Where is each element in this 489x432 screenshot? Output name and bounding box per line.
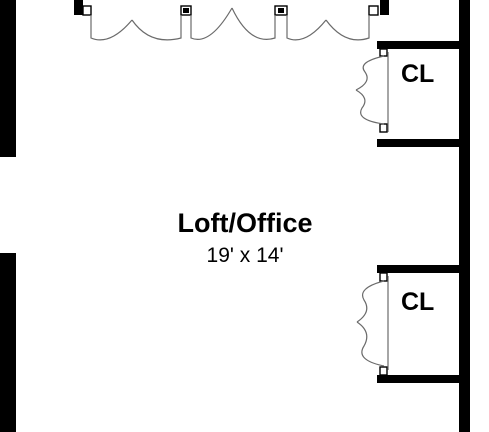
door-jamb [379, 272, 388, 282]
top-doors [82, 5, 379, 41]
left-wall-upper [0, 0, 16, 157]
door-panel [356, 280, 385, 323]
door-jamb [379, 48, 388, 57]
door-panel [356, 321, 385, 367]
door-jamb [82, 5, 92, 16]
top-wall-stub-right [380, 0, 389, 15]
door-panel [325, 15, 370, 41]
door-jamb [183, 8, 189, 13]
lower-closet-label: CL [401, 288, 435, 316]
upper-closet-label: CL [401, 60, 435, 88]
door-panel [90, 15, 133, 41]
left-wall-lower [0, 253, 16, 432]
door-panel [231, 7, 276, 40]
door-panel [131, 15, 182, 41]
door-jamb [278, 8, 284, 13]
top-wall-stub-left [74, 0, 83, 15]
door-panel [355, 89, 385, 125]
lower-closet-doors [356, 272, 389, 376]
door-panel [190, 7, 233, 40]
door-panel [286, 15, 327, 41]
upper-closet-doors [355, 48, 389, 133]
room-name: Loft/Office [177, 208, 313, 238]
upper-closet-top-wall [377, 41, 462, 49]
door-jamb [379, 123, 388, 133]
door-panel [355, 55, 385, 91]
right-wall [459, 0, 470, 432]
lower-closet-top-wall [377, 265, 462, 273]
door-jamb [379, 366, 388, 376]
door-jamb [368, 5, 379, 16]
room-dimensions: 19' x 14' [206, 244, 284, 267]
lower-closet-bottom-wall [377, 375, 462, 383]
upper-closet-bottom-wall [377, 139, 462, 147]
